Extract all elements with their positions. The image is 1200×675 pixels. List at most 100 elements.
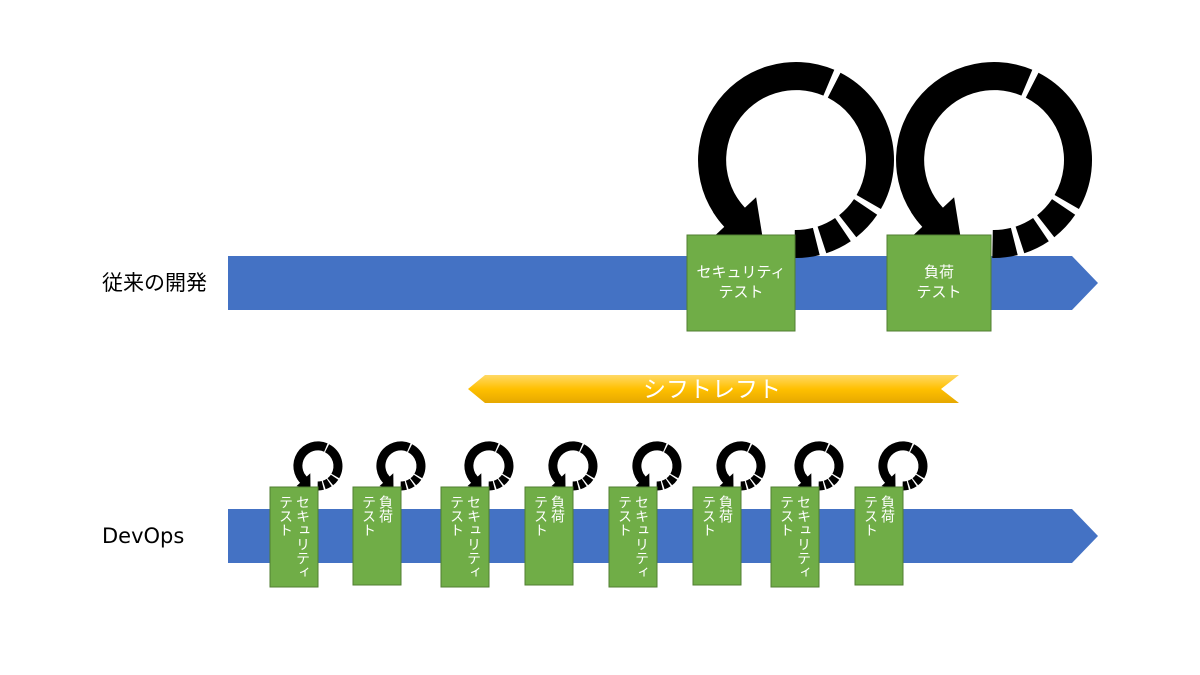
devops-lane-label: DevOps (102, 524, 184, 548)
cycle-arrowhead (551, 473, 566, 489)
security-test-label-line2: テスト (718, 283, 763, 301)
cycle-arrowhead (379, 473, 394, 489)
cycle-arrowhead (296, 473, 311, 489)
cycle-arrow-segment (748, 444, 766, 479)
devops-lane: DevOps セキュリティテスト負荷テストセキュリティテスト負荷テストセキュリテ… (102, 441, 1098, 588)
cycle-arrow-segment (552, 474, 563, 485)
cycle-arrow-segment (712, 197, 750, 233)
devops-test-box-line2: テスト (360, 495, 376, 537)
devops-test-box-line1: セキュリティ (795, 495, 811, 579)
arrow-left-icon (468, 375, 959, 403)
shift-left-label: シフトレフト (643, 377, 781, 403)
cycle-arrowhead (797, 473, 812, 489)
cycle-arrow-segment (910, 197, 948, 233)
devops-test-boxes: セキュリティテスト負荷テストセキュリティテスト負荷テストセキュリティテスト負荷テ… (269, 441, 928, 588)
devops-test-box-line2: テスト (532, 495, 548, 537)
devops-test-box-line1: 負荷 (549, 495, 565, 524)
cycle-arrow-segment (293, 441, 328, 485)
traditional-lane-label: 従来の開発 (102, 271, 207, 295)
load-test-box: 負荷 テスト (886, 234, 992, 332)
cycle-arrow-segment (498, 474, 510, 486)
cycle-arrow-icon (878, 441, 928, 491)
devops-test-box-line1: セキュリティ (294, 495, 310, 579)
cycle-arrowhead (635, 473, 650, 489)
devops-test-box-line2: テスト (616, 495, 632, 537)
cycle-arrow-segment (661, 478, 671, 490)
shift-left-banner: シフトレフト (468, 375, 959, 403)
cycle-arrow-segment (878, 441, 913, 485)
cycle-arrow-segment (902, 481, 909, 491)
devops-test-box-bg (692, 486, 742, 586)
cycle-arrow-segment (488, 481, 495, 491)
traditional-lane: 従来の開発 セキュリティ テスト 負荷 テスト (102, 62, 1098, 332)
cycle-arrow-segment (493, 478, 503, 490)
cycle-arrow-segment (912, 474, 924, 486)
cycle-arrow-icon (293, 441, 343, 491)
devops-test-box-bg (440, 486, 490, 588)
cycle-arrow-segment (745, 478, 755, 490)
cycle-arrow-segment (468, 474, 479, 485)
cycle-arrow-segment (548, 441, 583, 485)
cycle-arrow-segment (1025, 72, 1093, 209)
cycle-arrow-segment (580, 444, 598, 479)
cycle-arrow-segment (794, 227, 820, 259)
devops-test-box-bg (352, 486, 402, 586)
cycle-arrow-icon (632, 441, 682, 491)
cycle-arrow-segment (656, 481, 663, 491)
cycle-arrow-segment (322, 478, 332, 490)
cycle-arrow-segment (666, 474, 678, 486)
cycle-arrow-segment (496, 444, 514, 479)
cycle-arrow-segment (907, 478, 917, 490)
security-test-label-line1: セキュリティ (696, 263, 785, 281)
cycle-arrow-segment (636, 474, 647, 485)
cycle-arrow-segment (582, 474, 594, 486)
security-test-box: セキュリティ テスト (686, 234, 796, 332)
cycle-arrow-icon (548, 441, 598, 491)
devops-test-box-line1: セキュリティ (633, 495, 649, 579)
devops-test-box-bg (770, 486, 820, 588)
cycle-arrow-segment (740, 481, 747, 491)
cycle-arrow-segment (405, 478, 415, 490)
cycle-arrow-segment (408, 444, 426, 479)
cycle-arrow-icon (896, 62, 1093, 259)
cycle-arrow-segment (828, 474, 840, 486)
traditional-timeline-arrow (228, 256, 1098, 310)
cycle-arrowhead (467, 473, 482, 489)
cycle-arrow-segment (1037, 199, 1076, 238)
cycle-arrow-segment (572, 481, 579, 491)
cycle-arrow-segment (325, 444, 343, 479)
cycle-arrow-icon (698, 62, 895, 259)
devops-test-box-line1: 負荷 (879, 495, 895, 524)
cycle-arrow-icon (464, 441, 514, 491)
cycle-arrow-segment (826, 444, 844, 479)
cycle-arrow-segment (664, 444, 682, 479)
cycle-arrow-segment (817, 218, 851, 254)
devops-test-box-line2: テスト (862, 495, 878, 537)
devops-test-box-line1: セキュリティ (465, 495, 481, 579)
cycle-arrow-segment (794, 441, 829, 485)
cycle-arrow-icon (794, 441, 844, 491)
cycle-arrow-segment (750, 474, 762, 486)
devops-test-box-line2: テスト (277, 495, 293, 537)
cycle-arrow-segment (376, 441, 411, 485)
cycle-arrow-segment (380, 474, 391, 485)
cycle-arrow-segment (992, 227, 1018, 259)
cycle-arrowhead (881, 473, 896, 489)
cycle-arrow-segment (317, 481, 324, 491)
devops-test-box-bg (524, 486, 574, 586)
cycle-arrow-segment (698, 62, 835, 233)
devops-test-box-bg (854, 486, 904, 586)
cycle-arrow-segment (632, 441, 667, 485)
devops-test-box-line1: 負荷 (717, 495, 733, 524)
cycle-arrow-segment (720, 474, 731, 485)
devops-test-box-line2: テスト (778, 495, 794, 537)
cycle-arrow-icon (716, 441, 766, 491)
